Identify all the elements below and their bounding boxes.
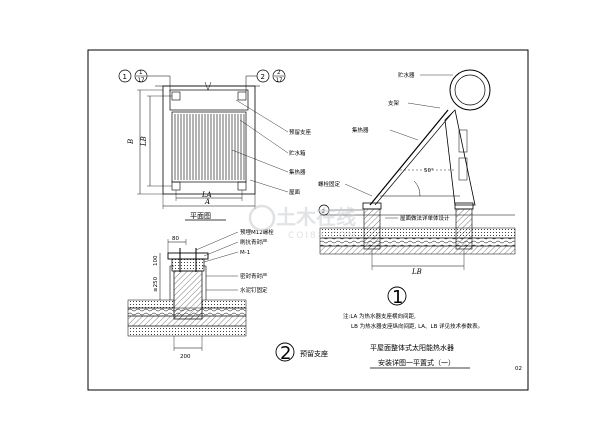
plan-dim-b: B bbox=[127, 139, 135, 145]
plan-callout-left-circle bbox=[118, 69, 132, 83]
detail-dim-80: 80 bbox=[172, 236, 179, 242]
plan-callout-left-ref: 17 bbox=[138, 78, 145, 84]
plan-dim-a: A bbox=[204, 198, 210, 206]
side-label-frame: 支架 bbox=[388, 99, 400, 107]
detail-label-bolt: 预埋M12螺栓 bbox=[240, 228, 274, 236]
side-title-circle bbox=[387, 286, 407, 306]
plan-label-roof: 屋面 bbox=[289, 189, 301, 196]
detail-label-anchor: M-1 bbox=[240, 250, 250, 256]
plan-dim-lb: LB bbox=[140, 136, 148, 147]
side-view: 50° 2 LB 贮水器 支架 集热器 螺栓固定 屋面做法详单体设计 1 bbox=[318, 69, 516, 308]
plan-support-bl bbox=[171, 181, 181, 191]
side-label-tank: 贮水器 bbox=[398, 71, 415, 79]
plan-dim-la: LA bbox=[201, 191, 212, 199]
notes-line1: 注:LA 为热水器支座横向间距, bbox=[343, 312, 416, 320]
side-label-bolt: 螺栓固定 bbox=[318, 180, 341, 188]
detail-dim-250: ≥250 bbox=[153, 276, 159, 292]
plan-tank bbox=[169, 89, 249, 111]
detail-dim-200: 200 bbox=[180, 354, 191, 360]
plan-support-tl bbox=[171, 91, 181, 101]
plan-label-tank: 贮水箱 bbox=[289, 149, 306, 157]
detail-title-circle bbox=[275, 342, 295, 362]
detail-view: 80 100 ≥250 200 预埋M12螺栓 刷抗青封严 M-1 密封青封严 … bbox=[127, 228, 328, 364]
sheet-title-line1: 平屋面整体式太阳能热水器 bbox=[370, 343, 454, 352]
plan-callout-right-num: 2 bbox=[261, 73, 265, 81]
watermark: 土木在线 COI88.COM bbox=[248, 204, 357, 241]
plan-callout-left-sub: 1 bbox=[139, 70, 143, 76]
watermark-sub: COI88.COM bbox=[288, 231, 357, 241]
detail-dim-100: 100 bbox=[153, 255, 159, 266]
plan-callout-left-num: 1 bbox=[123, 73, 127, 81]
side-dim-lb: LB bbox=[411, 268, 422, 276]
side-label-roof-method: 屋面做法详单体设计 bbox=[400, 214, 450, 222]
plan-label-support: 预留支座 bbox=[289, 128, 312, 136]
plan-callout-right-ref: 17 bbox=[276, 78, 283, 84]
plan-collector bbox=[171, 111, 247, 183]
detail-title-num: 2 bbox=[280, 343, 291, 364]
sheet-title-line2: 安装详图一平置式（一） bbox=[378, 358, 455, 367]
side-collector bbox=[369, 109, 449, 206]
detail-label-nail: 水泥钉固定 bbox=[240, 286, 268, 294]
side-frame-leg bbox=[444, 109, 476, 206]
sheet-page: 02 bbox=[515, 366, 522, 372]
side-angle: 50° bbox=[424, 168, 434, 174]
plan-collector-tubes bbox=[174, 114, 245, 180]
plan-title: 平面图 bbox=[190, 212, 211, 220]
detail-title: 预留支座 bbox=[300, 349, 328, 358]
drawing-border bbox=[87, 49, 529, 391]
detail-label-coat: 刷抗青封严 bbox=[240, 238, 268, 246]
plan-callout-right-sub: 2 bbox=[277, 70, 281, 76]
side-label-collector: 集热器 bbox=[352, 126, 369, 134]
plan-label-collector: 集热器 bbox=[289, 168, 306, 176]
watermark-text: 土木在线 bbox=[276, 205, 356, 229]
plan-support-tr bbox=[237, 91, 247, 101]
plan-view: 1 1 17 2 2 17 B LB LA A 平面图 bbox=[118, 69, 312, 221]
side-tank-outer bbox=[449, 69, 491, 111]
plan-support-br bbox=[237, 181, 247, 191]
side-roof-slab bbox=[319, 245, 516, 255]
side-tank-inner bbox=[454, 74, 486, 106]
notes-line2: LB 为热水器支座纵向间距, LA、LB 详见技术参数表。 bbox=[351, 322, 483, 330]
side-title-num: 1 bbox=[392, 287, 403, 308]
side-callout: 2 bbox=[322, 209, 326, 215]
detail-slab bbox=[127, 315, 247, 327]
detail-label-seal: 密封青封严 bbox=[240, 272, 268, 280]
